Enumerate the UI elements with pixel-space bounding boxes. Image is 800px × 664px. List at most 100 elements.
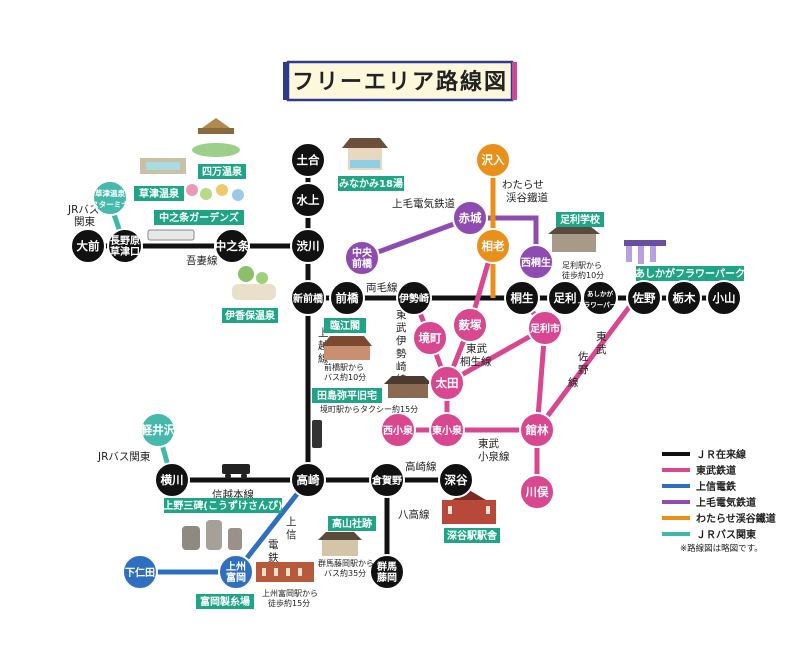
station-karuizawa-label: 軽井沢 — [141, 423, 176, 437]
spot-flower-park-label: あしかがフラワーパーク — [635, 267, 745, 280]
jomo-line-label: 上毛電気鉄道 — [392, 197, 455, 210]
station-ashikaga-fp-marker — [582, 280, 618, 316]
station-shinmaebashi-marker — [290, 280, 326, 316]
station-kuragano: 倉賀野 — [369, 462, 405, 498]
station-higashikoizumi: 東小泉 — [429, 412, 465, 448]
spot-nakanojo-garden: 中之条ガーデンズ — [154, 210, 244, 225]
station-nishikoizumi-label: 西小泉 — [383, 424, 414, 437]
station-maebashi-marker — [329, 280, 365, 316]
joshin-label-3: 電 — [268, 539, 279, 551]
station-ashikaga-fp-label-2: フラワーパーク — [577, 300, 622, 309]
station-sakaimachi-marker — [412, 320, 448, 356]
station-oyama: 小山 — [706, 280, 742, 316]
station-kusatsu-bt-label-2: バスターミナル — [84, 199, 137, 209]
station-karuizawa-marker — [140, 412, 176, 448]
spot-flower-park-box — [636, 266, 744, 281]
station-tatebayashi: 館林 — [519, 412, 555, 448]
station-aioi-marker — [475, 228, 511, 264]
legend-item-jomo-label: 上毛電気鉄道 — [696, 496, 756, 509]
station-tatebayashi-marker — [519, 412, 555, 448]
station-tochigi: 栃木 — [666, 280, 702, 316]
spot-ashikaga-gakko: 足利学校 — [556, 212, 604, 227]
station-ota-label: 太田 — [435, 376, 459, 390]
spot-tomioka-label: 富岡製糸場 — [200, 595, 250, 608]
station-kuragano-label: 倉賀野 — [371, 474, 402, 487]
station-nishikiryu: 西桐生 — [518, 244, 554, 280]
station-kiryu-label: 桐生 — [511, 291, 534, 305]
station-soroi-label: 沢入 — [482, 153, 505, 167]
station-higashikoizumi-label: 東小泉 — [432, 424, 463, 437]
jrbus-label-2: 関東 — [74, 215, 95, 228]
spot-fukaya-station-box — [444, 528, 500, 543]
station-oyama-label: 小山 — [712, 291, 736, 305]
station-isesaki: 伊勢崎 — [396, 280, 432, 316]
joshin-label-4: 鉄 — [268, 551, 279, 564]
spot-tajima: 田島弥平旧宅 — [312, 388, 382, 403]
spot-ikaho: 伊香保温泉 — [222, 308, 278, 323]
tomioka-note-2: 徒歩約15分 — [268, 598, 310, 608]
tobu-isesaki-label-4: 勢 — [396, 347, 407, 360]
station-nakanojo-marker — [214, 228, 250, 264]
station-tatebayashi-label: 館林 — [525, 423, 549, 437]
station-omae-label: 大前 — [77, 239, 100, 253]
nakanojo-garden-illustration — [186, 184, 244, 201]
spot-ikaho-box — [222, 308, 278, 323]
station-nishikiryu-label: 西桐生 — [521, 256, 551, 269]
station-shinmaebashi-label: 新前橋 — [293, 292, 324, 305]
spot-takayama-label: 高山社跡 — [332, 517, 372, 530]
spot-tomioka-box — [196, 594, 254, 609]
spot-tomioka: 富岡製糸場 — [196, 594, 254, 609]
station-yokokawa: 横川 — [154, 462, 190, 498]
station-kusatsu-bt-marker — [92, 180, 128, 216]
spot-ueno-sanpi-box — [164, 498, 282, 513]
station-ashikagashi-marker — [527, 310, 563, 346]
station-joshutomioka-label-2: 富岡 — [226, 571, 246, 584]
spot-nakanojo-garden-label: 中之条ガーデンズ — [159, 211, 239, 224]
legend-item-jr: ＪＲ在来線 — [662, 448, 746, 461]
station-shibukawa: 渋川 — [290, 228, 326, 264]
hachiko-line-label: 八高線 — [398, 508, 430, 521]
station-sano-marker — [626, 280, 662, 316]
ashikaga-gakko-note-2: 徒歩約10分 — [562, 270, 604, 280]
station-gunmafujioka: 群馬藤岡 — [369, 554, 405, 590]
station-shibukawa-label: 渋川 — [297, 239, 320, 253]
station-ashikaga-label: 足利 — [554, 291, 577, 305]
ashikaga-gakko-illustration — [548, 226, 600, 252]
spot-rinkokaku-label: 臨江閣 — [330, 319, 360, 332]
station-naganohara-label-1: 長野原 — [110, 235, 140, 247]
tobu-isesaki-label-2: 武 — [396, 321, 407, 334]
fukaya-station-illustration — [442, 490, 496, 524]
ikaho-illustration — [232, 266, 276, 300]
tobu-isesaki-label-5: 崎 — [396, 360, 407, 373]
spot-minakami: みなかみ18湯 — [338, 176, 404, 191]
station-shinmaebashi: 新前橋 — [290, 280, 326, 316]
station-sano-label: 佐野 — [632, 291, 656, 305]
spot-ashikaga-gakko-label: 足利学校 — [560, 213, 601, 226]
tobu-sano-label-5: 線 — [568, 376, 579, 389]
spot-yorozu-label: 四万温泉 — [202, 165, 243, 178]
station-kusatsu-bt-label-1: 草津温泉 — [95, 188, 125, 198]
station-gunmafujioka-label-1: 群馬 — [377, 560, 397, 573]
spot-nakanojo-garden-box — [154, 210, 244, 225]
title-box-accent-right — [512, 62, 517, 100]
station-ashikaga: 足利 — [547, 280, 583, 316]
station-takasaki: 高崎 — [290, 462, 326, 498]
train-illustration-joetsu — [312, 420, 322, 448]
legend-item-watarase: わたらせ渓谷鐵道 — [662, 512, 776, 525]
station-omae-marker — [70, 228, 106, 264]
station-kazo-marker — [519, 474, 555, 510]
kusatsu-onsen-illustration — [140, 158, 186, 174]
spot-ashikaga-gakko-box — [556, 212, 604, 227]
spot-ueno-sanpi: 上野三碑(こうずけさんぴ) — [163, 498, 283, 513]
legend-item-tobu-label: 東武鉄道 — [696, 464, 736, 477]
tajima-illustration — [384, 376, 432, 398]
takasaki-line-label: 高崎線 — [405, 460, 437, 473]
station-sakaimachi: 境町 — [412, 320, 448, 356]
spot-illustrations — [140, 118, 666, 582]
joshin-label-2: 信 — [286, 529, 297, 541]
tajima-note: 境町駅からタクシー約15分 — [320, 404, 418, 414]
